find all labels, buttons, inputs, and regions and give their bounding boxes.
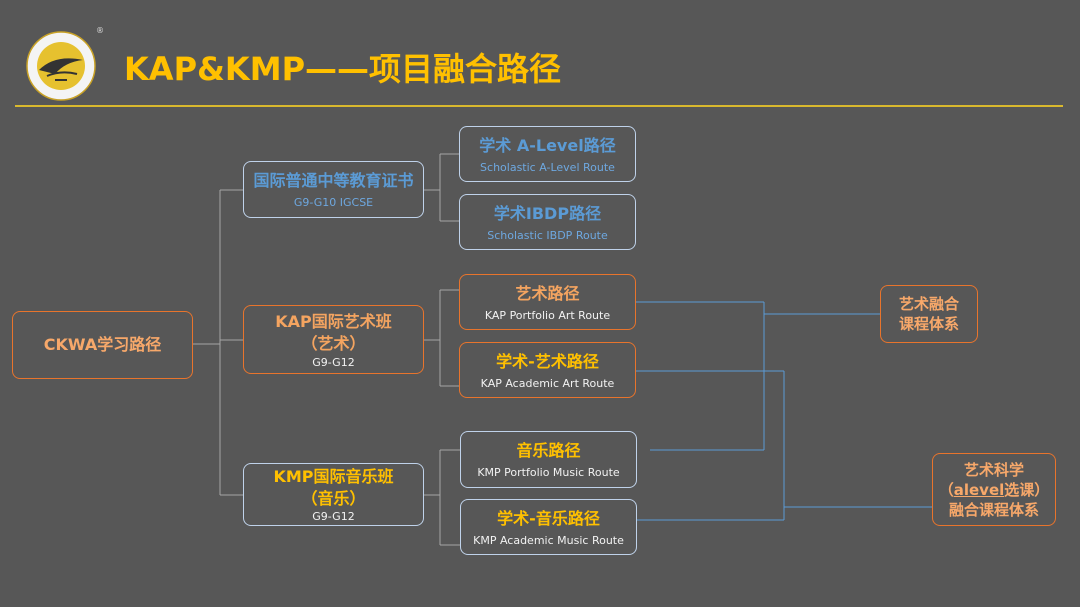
kmp-title: KMP国际音乐班 bbox=[273, 467, 394, 486]
kmp-node: KMP国际音乐班 （音乐） G9-G12 bbox=[243, 463, 424, 526]
route-sub: KAP Portfolio Art Route bbox=[484, 308, 611, 322]
route-title: 艺术路径 bbox=[515, 283, 580, 303]
kap-node: KAP国际艺术班 （艺术） G9-G12 bbox=[243, 305, 424, 374]
route-academic-music: 学术-音乐路径 KMP Academic Music Route bbox=[460, 499, 637, 555]
route-title: 学术-艺术路径 bbox=[496, 351, 599, 371]
igcse-sub: G9-G10 IGCSE bbox=[293, 196, 374, 209]
outcome-paren-close: 选课） bbox=[1004, 480, 1050, 499]
outcome-paren-open: （ bbox=[938, 480, 954, 499]
registered-mark: ® bbox=[96, 26, 104, 35]
route-sub: Scholastic A-Level Route bbox=[480, 160, 615, 174]
route-title: 学术IBDP路径 bbox=[493, 203, 602, 223]
route-title: 学术 A-Level路径 bbox=[479, 135, 616, 155]
route-academic-art: 学术-艺术路径 KAP Academic Art Route bbox=[459, 342, 636, 398]
route-sub: Scholastic IBDP Route bbox=[487, 228, 608, 242]
outcome-alevel: alevel bbox=[953, 480, 1005, 499]
outcome-line: 艺术融合 bbox=[898, 295, 959, 313]
route-art: 艺术路径 KAP Portfolio Art Route bbox=[459, 274, 636, 330]
kap-title2: （艺术） bbox=[301, 333, 366, 353]
route-title: 学术-音乐路径 bbox=[497, 508, 600, 528]
kap-sub: G9-G12 bbox=[312, 355, 355, 369]
route-music: 音乐路径 KMP Portfolio Music Route bbox=[460, 431, 637, 488]
outcome-art-fusion: 艺术融合 课程体系 bbox=[880, 285, 978, 343]
outcome-line-2: （alevel选课） bbox=[939, 480, 1050, 500]
outcome-science-fusion: 艺术科学 （alevel选课） 融合课程体系 bbox=[932, 453, 1056, 526]
igcse-node: 国际普通中等教育证书 G9-G10 IGCSE bbox=[243, 161, 424, 218]
route-alevel: 学术 A-Level路径 Scholastic A-Level Route bbox=[459, 126, 636, 182]
kmp-sub: G9-G12 bbox=[312, 510, 355, 523]
igcse-title: 国际普通中等教育证书 bbox=[253, 171, 414, 190]
page-title: KAP&KMP——项目融合路径 bbox=[124, 50, 562, 88]
kmp-title2: （音乐） bbox=[301, 489, 366, 508]
outcome-line: 课程体系 bbox=[898, 315, 959, 333]
route-title: 音乐路径 bbox=[516, 441, 581, 460]
route-sub: KMP Academic Music Route bbox=[473, 533, 624, 547]
outcome-line: 艺术科学 bbox=[963, 460, 1024, 479]
academy-logo bbox=[26, 31, 96, 101]
route-sub: KAP Academic Art Route bbox=[480, 376, 615, 390]
root-label: CKWA学习路径 bbox=[43, 335, 162, 354]
route-sub: KMP Portfolio Music Route bbox=[477, 466, 620, 479]
kap-title: KAP国际艺术班 bbox=[275, 311, 392, 331]
route-ibdp: 学术IBDP路径 Scholastic IBDP Route bbox=[459, 194, 636, 250]
outcome-line: 融合课程体系 bbox=[948, 500, 1039, 519]
title-rule bbox=[15, 105, 1063, 107]
root-node: CKWA学习路径 bbox=[12, 311, 193, 379]
